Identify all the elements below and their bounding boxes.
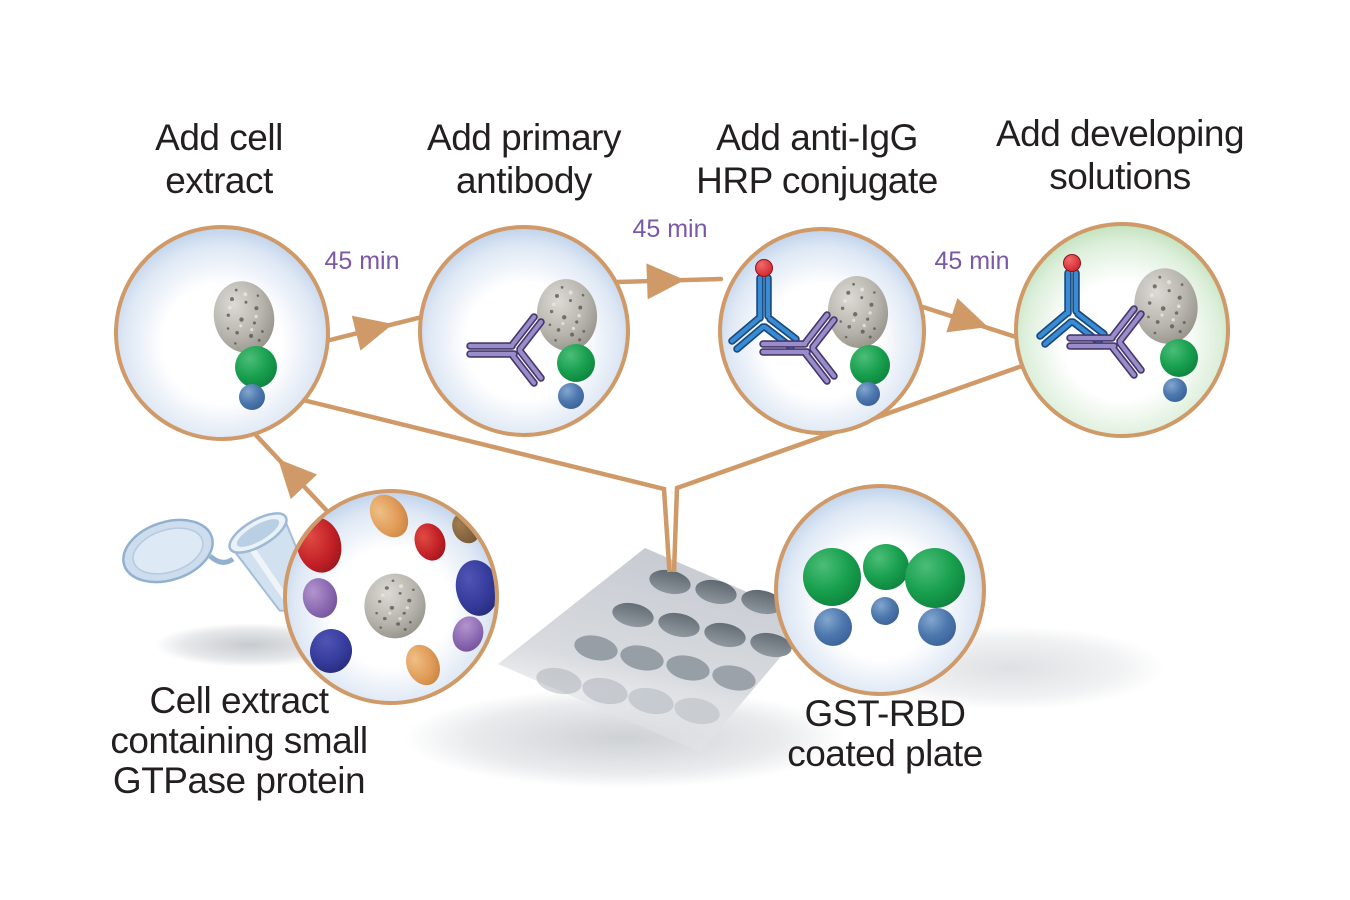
step-title-hrp-conjugate: Add anti-IgG HRP conjugate (667, 116, 967, 202)
anchor-sphere-icon (871, 597, 899, 625)
arrowhead-3 (946, 298, 988, 333)
gtp-sphere-icon (558, 383, 584, 409)
gst-rbd-sphere-icon (905, 548, 965, 608)
microcentrifuge-tube-icon (122, 512, 316, 612)
caption-line: Cell extract (149, 680, 329, 721)
plate-shadow (405, 688, 845, 788)
step-title-developing-solutions: Add developing solutions (970, 112, 1270, 198)
rbd-binding-sphere-icon (1160, 339, 1198, 377)
caption-line: coated plate (787, 733, 983, 774)
step-title-line: extract (165, 160, 273, 201)
caption-line: containing small (110, 720, 368, 761)
well-funnel-connectors (302, 363, 1023, 573)
gst-rbd-sphere-icon (803, 548, 861, 606)
rbd-binding-sphere-icon (235, 346, 277, 388)
step-circle-developing-solutions (1014, 222, 1230, 438)
rbd-binding-sphere-icon (557, 344, 595, 382)
protein-oval-purple (302, 578, 338, 618)
step-title-line: Add anti-IgG (716, 117, 918, 158)
connector-from-step4 (671, 363, 1023, 573)
gtpase-protein-stone-icon (364, 573, 426, 639)
step-circle-cell-extract (114, 225, 330, 441)
tube-cap (122, 518, 214, 584)
step-title-cell-extract: Add cell extract (69, 116, 369, 202)
protein-oval-purple (452, 616, 484, 652)
arrowhead-2 (646, 263, 685, 300)
cell-extract-circle (283, 489, 499, 705)
gtp-sphere-icon (239, 384, 265, 410)
caption-line: GST-RBD (804, 693, 966, 734)
rbd-binding-sphere-icon (850, 345, 890, 385)
gst-rbd-circle (774, 484, 986, 696)
step-title-line: HRP conjugate (696, 160, 938, 201)
incubation-time-3: 45 min (934, 247, 1010, 275)
cell-extract-caption: Cell extract containing small GTPase pro… (69, 681, 409, 801)
incubation-time-2: 45 min (632, 215, 708, 243)
gtp-sphere-icon (856, 382, 880, 406)
incubation-time-1: 45 min (324, 247, 400, 275)
connector-from-step1 (302, 397, 672, 573)
protein-oval-red (414, 523, 446, 561)
step-arrows (250, 263, 1019, 515)
anchor-sphere-icon (918, 608, 956, 646)
protein-oval-orange (405, 644, 441, 686)
gst-rbd-caption: GST-RBD coated plate (735, 694, 1035, 774)
step-circle-primary-antibody (418, 225, 630, 437)
step-title-primary-antibody: Add primary antibody (374, 116, 674, 202)
gtp-sphere-icon (1163, 378, 1187, 402)
step-title-line: antibody (456, 160, 592, 201)
step-title-line: solutions (1049, 156, 1191, 197)
step-title-line: Add developing (995, 113, 1245, 154)
anchor-sphere-icon (814, 608, 852, 646)
step-circle-hrp-conjugate (718, 227, 926, 435)
gst-rbd-sphere-icon (863, 544, 909, 590)
tube-body (228, 512, 316, 612)
protein-oval-indigo (455, 560, 495, 616)
arrowhead-extract (278, 459, 318, 500)
protein-oval-indigo (309, 629, 353, 673)
step-title-line: Add cell (155, 117, 283, 158)
tube-cap-hinge (208, 554, 235, 565)
arrowhead-1 (351, 315, 393, 351)
step-title-line: Add primary (427, 117, 621, 158)
protein-oval-orange (369, 494, 409, 538)
caption-line: GTPase protein (112, 760, 366, 801)
